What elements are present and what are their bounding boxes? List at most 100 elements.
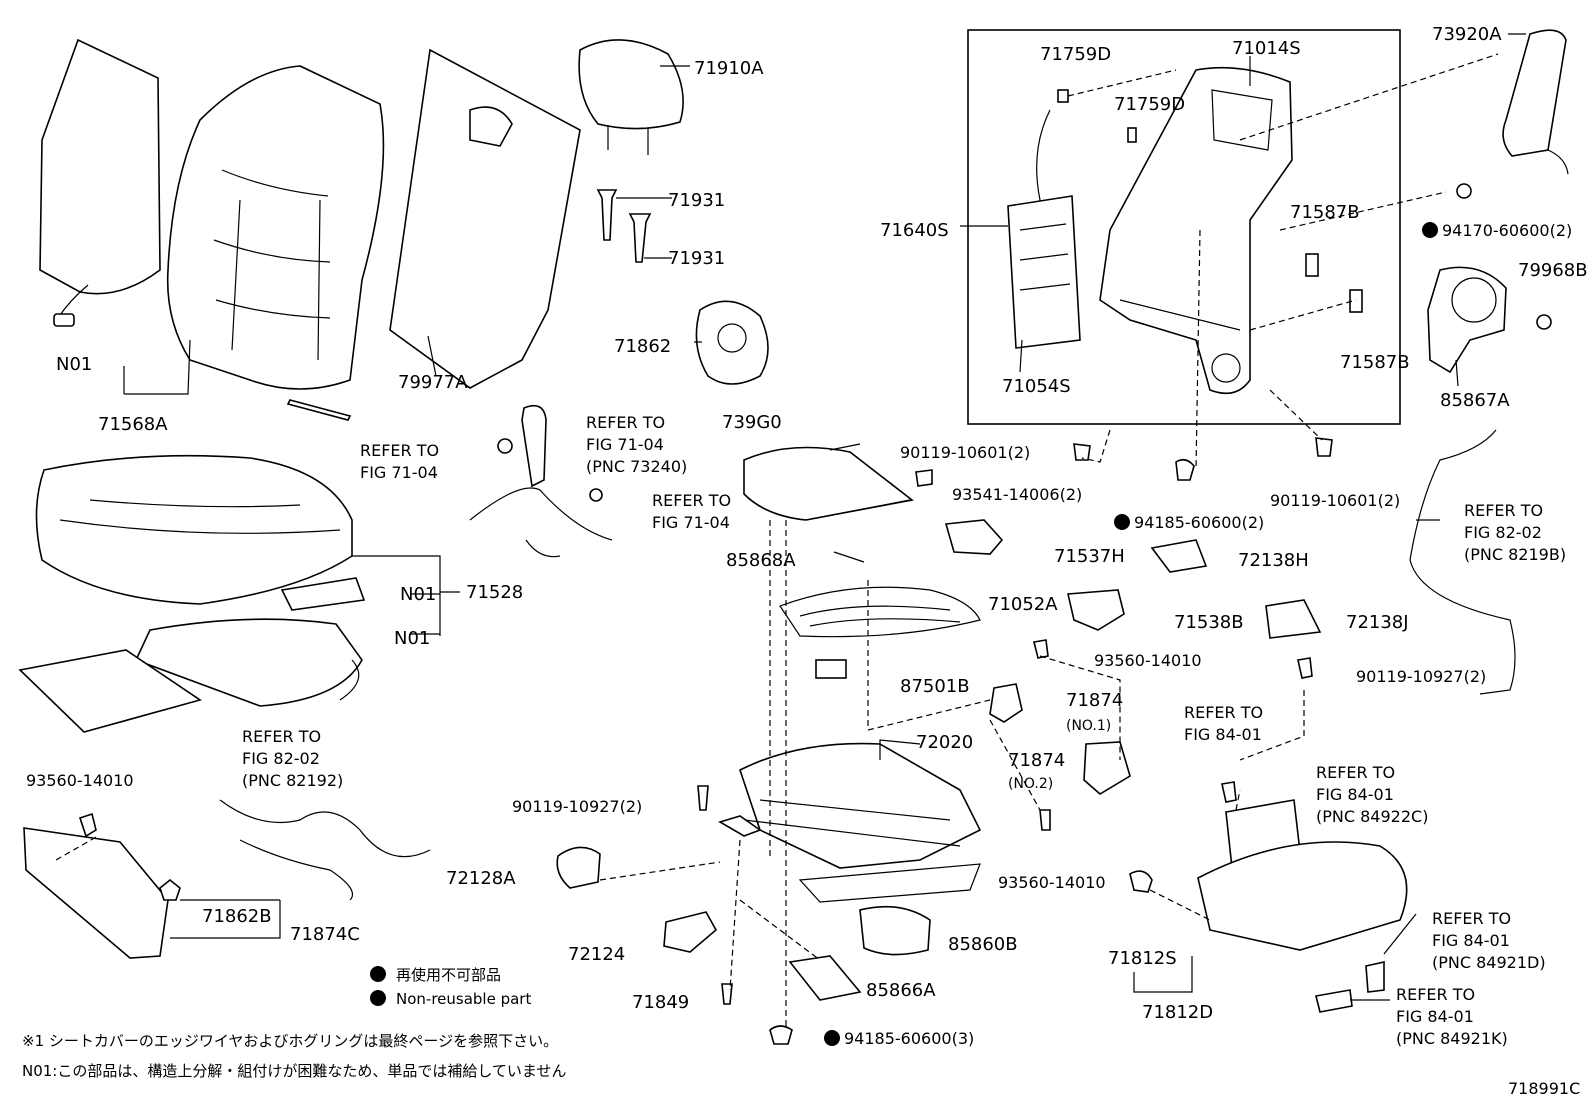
note-1: ※1 シートカバーのエッジワイヤおよびホグリングは最終ページを参照下さい。 [22,1032,558,1050]
ref8-line3: (PNC 84921D) [1432,953,1546,972]
ref9-line2: FIG 84-01 [1396,1007,1474,1026]
clip-71849 [721,983,733,1005]
clip-71812S [1129,870,1153,893]
label-n01-a: N01 [56,354,92,375]
label-71874C: 71874C [290,924,360,945]
cushion-shield-71874C [23,827,169,959]
side-airbag-73920A [1502,29,1569,175]
shield-72128A [556,846,601,889]
label-72138J: 72138J [1346,612,1409,633]
ref4-line1: REFER TO [1464,501,1543,520]
label-90119-10601-b: 90119-10601(2) [1270,491,1400,510]
label-90119-10927-r: 90119-10927(2) [1356,667,1486,686]
label-93560-a: 93560-14010 [1094,651,1202,670]
bracket-71874-no1 [989,683,1023,723]
label-85867A: 85867A [1440,390,1510,411]
legend-jp: 再使用不可部品 [396,966,501,984]
seatback-board [389,48,581,389]
clip-71587B-bottom [1349,289,1363,313]
recliner-79968B-85867A [1427,183,1552,374]
label-79968B: 79968B [1518,260,1588,281]
label-no2: (NO.2) [1008,776,1053,792]
lumbar-wire-assembly [1007,109,1081,349]
ref8-line2: FIG 84-01 [1432,931,1510,950]
wire-harness-82192 [219,799,431,901]
label-72124: 72124 [568,944,625,965]
label-73920A: 73920A [1432,24,1502,45]
label-71640S: 71640S [880,220,949,241]
bolt-93560-right [1033,639,1049,659]
seat-heater-n01 [280,577,366,611]
ref2-line3: (PNC 73240) [586,457,687,476]
leader-71054S [1019,339,1023,373]
label-71931-b: 71931 [668,248,725,269]
label-72128A: 72128A [446,868,516,889]
bolt-90119-10927-left [697,785,709,811]
cover-85866A [788,955,862,1001]
ref4-line2: FIG 82-02 [1464,523,1542,542]
leader-84921D [1383,913,1417,955]
note-2: N01:この部品は、構造上分解・組付けが困難なため、単品では補給していません [22,1062,566,1080]
bolt-90119-10601-left [1073,443,1091,461]
nut-94185-2 [1175,458,1195,481]
ref2-line1: REFER TO [586,413,665,432]
label-71874-no2: 71874 [1008,750,1065,771]
ref7-line3: (PNC 84922C) [1316,807,1428,826]
bolt-90119-10601-right [1315,437,1333,457]
ref5-line2: FIG 82-02 [242,749,320,768]
label-87501B: 87501B [900,676,970,697]
bracket-72138H [1150,539,1208,573]
label-71014S: 71014S [1232,38,1301,59]
ref1-line2: FIG 71-04 [360,463,438,482]
label-93541: 93541-14006(2) [952,485,1082,504]
clip-71587B-top [1305,253,1319,277]
bracket-71874-no2 [1083,741,1131,795]
wire-85868A [833,551,865,563]
leader-72020 [879,739,921,760]
label-71587B-a: 71587B [1290,202,1360,223]
shield-71812D [1197,841,1408,951]
label-n01-c: N01 [394,628,430,649]
ref7-line1: REFER TO [1316,763,1395,782]
ref6-line2: FIG 84-01 [1184,725,1262,744]
label-71538B: 71538B [1174,612,1244,633]
cover-72124 [663,911,718,953]
ref8-line1: REFER TO [1432,909,1511,928]
ref7-line2: FIG 84-01 [1316,785,1394,804]
non-reusable-mark-94170 [1422,222,1438,238]
ref9-line1: REFER TO [1396,985,1475,1004]
adjust-switch-wiring [469,404,613,558]
leader-71812 [1133,956,1193,993]
label-71759D-a: 71759D [1040,44,1111,65]
label-71862B: 71862B [202,906,272,927]
label-90119-10927-l: 90119-10927(2) [512,797,642,816]
ref5-line1: REFER TO [242,727,321,746]
leader-71874C [170,899,281,939]
nut-94185-3 [769,1025,793,1045]
label-94185-2: 94185-60600(2) [1134,513,1264,532]
label-71931-a: 71931 [668,190,725,211]
cushion-heater-mat [18,618,363,733]
label-71054S: 71054S [1002,376,1071,397]
label-72020: 72020 [916,732,973,753]
ref3-line2: FIG 71-04 [652,513,730,532]
label-71812S: 71812S [1108,948,1177,969]
motor-85860B [859,905,931,956]
clip-71759D-top [1057,89,1069,103]
label-71862: 71862 [614,336,671,357]
clip-71862B [159,878,181,901]
cushion-pad-739G0 [743,443,914,521]
headrest [578,39,684,155]
bolt-93560-mid [1039,809,1051,831]
legend-mark-en [370,990,386,1006]
headrest-guides [596,189,652,263]
seat-adjuster-72020 [718,742,982,903]
label-71568A: 71568A [98,414,168,435]
knob-84921K [1315,989,1353,1013]
label-94170: 94170-60600(2) [1442,221,1572,240]
leader-71528 [352,555,460,636]
label-90119-10601-a: 90119-10601(2) [900,443,1030,462]
legend-en: Non-reusable part [396,990,531,1008]
label-71759D-b: 71759D [1114,94,1185,115]
